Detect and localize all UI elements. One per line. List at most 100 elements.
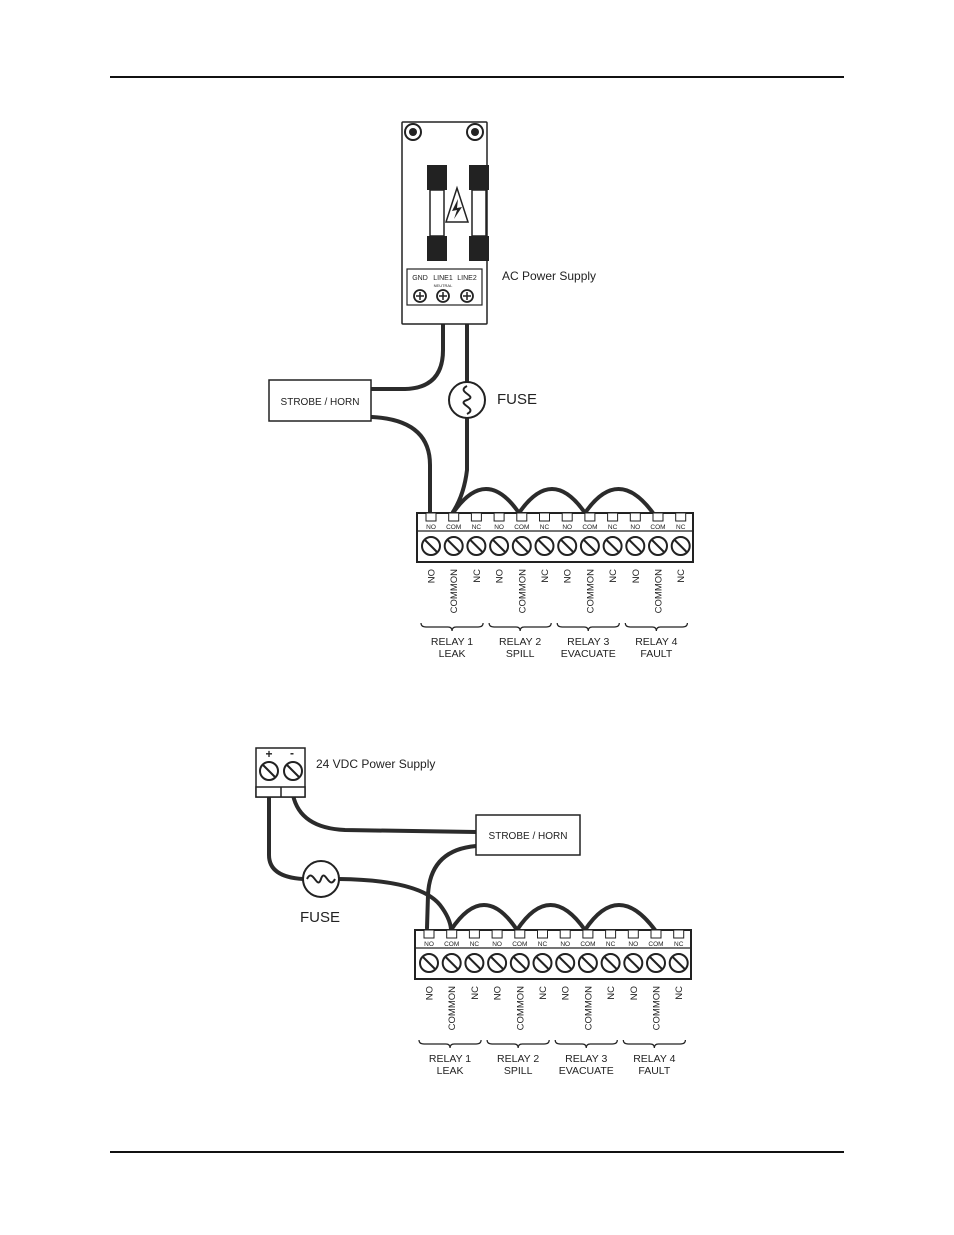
relay-terminal-label: NO (560, 941, 570, 948)
relay-vertical-label: NO (631, 569, 642, 583)
relay-group-brace (554, 1039, 618, 1049)
terminal-screw-icon (509, 953, 530, 973)
relay-terminal-label: COM (514, 524, 529, 531)
relay-terminal-label: NC (472, 524, 482, 531)
ac-fuse-label: FUSE (497, 391, 537, 408)
relay-vertical-label: NC (676, 569, 687, 583)
relay-terminal-label: COM (512, 941, 527, 948)
dc-fuse-to-relay1-com-wire (337, 877, 453, 931)
relay-name-label: RELAY 1 (431, 636, 473, 648)
relay-group-brace (420, 622, 484, 632)
terminal-screw-icon (670, 536, 691, 556)
terminal-screw-icon (625, 536, 646, 556)
relay-function-label: FAULT (640, 648, 672, 660)
terminal-screw-icon (557, 536, 578, 556)
ac-relay-terminal-block: NONOCOMCOMMONNCNCNONOCOMCOMMONNCNCNONOCO… (416, 512, 694, 660)
dc-fuse-icon (302, 860, 340, 898)
relay-terminal-label: NC (608, 524, 618, 531)
dc-relay-block-body (414, 929, 692, 980)
relay-name-label: RELAY 3 (565, 1053, 607, 1065)
relay-group-brace (486, 1039, 550, 1049)
minus-terminal-label: - (290, 746, 294, 760)
ac-strobe-to-relay1-wire (370, 415, 432, 514)
terminal-screw-icon (464, 953, 485, 973)
relay-group-brace (622, 1039, 686, 1049)
relay-function-label: EVACUATE (561, 648, 616, 660)
terminal-screw-icon (623, 953, 644, 973)
mounting-hole-icon (404, 123, 422, 141)
ac-terminal-label: LINE1 (433, 275, 453, 282)
line1-sub-label: NEUTRAL (434, 283, 453, 288)
ac-terminal-label: LINE2 (457, 275, 477, 282)
ac-power-supply-label: AC Power Supply (502, 269, 596, 283)
relay-group-brace (418, 1039, 482, 1049)
relay-vertical-label: NC (606, 986, 617, 1000)
relay-terminal-label: COM (444, 941, 459, 948)
ac-fuse-icon (448, 381, 486, 419)
terminal-screw-icon (283, 761, 303, 781)
relay-terminal-label: NC (606, 941, 616, 948)
terminal-screw-icon (600, 953, 621, 973)
relay-terminal-label: NO (492, 941, 502, 948)
relay-function-label: FAULT (638, 1065, 670, 1077)
relay-name-label: RELAY 2 (497, 1053, 539, 1065)
dc-minus-to-strobe-wire (291, 793, 478, 834)
terminal-screw-icon (466, 536, 487, 556)
relay-vertical-label: NO (561, 986, 572, 1000)
relay-terminal-label: NO (562, 524, 572, 531)
dc-power-supply-label: 24 VDC Power Supply (316, 757, 435, 771)
terminal-screw-icon (421, 536, 441, 556)
relay-terminal-label: NO (426, 524, 436, 531)
relay-terminal-label: NC (470, 941, 480, 948)
terminal-screw-icon (489, 536, 510, 556)
relay-terminal-label: COM (580, 941, 595, 948)
terminal-screw-icon (511, 536, 532, 556)
dc-relay-terminal-block: NONOCOMCOMMONNCNCNONOCOMCOMMONNCNCNONOCO… (414, 929, 692, 1077)
ac-neutral-to-strobe-wire (370, 295, 445, 391)
plus-terminal-label: + (265, 747, 272, 761)
dc-plus-to-fuse-wire (267, 793, 305, 881)
terminal-screw-icon (259, 761, 279, 781)
relay-terminal-label: NC (540, 524, 550, 531)
relay-name-label: RELAY 3 (567, 636, 609, 648)
relay-vertical-label: COMMON (654, 569, 665, 613)
terminal-screw-icon (487, 953, 508, 973)
relay-terminal-label: COM (446, 524, 461, 531)
relay-vertical-label: COMMON (585, 569, 596, 613)
mounting-hole-icon (466, 123, 484, 141)
relay-name-label: RELAY 2 (499, 636, 541, 648)
terminal-screw-icon (443, 536, 464, 556)
relay-name-label: RELAY 1 (429, 1053, 471, 1065)
relay-vertical-label: COMMON (517, 569, 528, 613)
relay-function-label: EVACUATE (559, 1065, 614, 1077)
relay-vertical-label: NC (608, 569, 619, 583)
ac-relay-block-body (416, 512, 694, 563)
relay-vertical-label: COMMON (447, 986, 458, 1030)
relay-terminal-label: NC (538, 941, 548, 948)
fuse-holder-icon (469, 165, 489, 261)
relay-name-label: RELAY 4 (635, 636, 677, 648)
terminal-screw-icon (413, 289, 427, 303)
dc-com-jumper-wire (449, 903, 657, 932)
terminal-screw-icon (419, 953, 439, 973)
dc-fuse-label: FUSE (300, 909, 340, 926)
ac-power-supply-board: NEUTRAL GND LINE1 LINE2 (401, 121, 489, 325)
terminal-screw-icon (460, 289, 474, 303)
dc-strobe-horn-label: STROBE / HORN (489, 831, 568, 842)
relay-function-label: SPILL (504, 1065, 533, 1077)
relay-terminal-label: NC (674, 941, 684, 948)
ac-terminal-screws (413, 289, 474, 303)
terminal-screw-icon (648, 536, 668, 556)
terminal-screw-icon (646, 953, 666, 973)
dc-strobe-to-relay1-wire (425, 844, 478, 930)
terminal-screw-icon (668, 953, 689, 973)
relay-vertical-label: COMMON (515, 986, 526, 1030)
relay-name-label: RELAY 4 (633, 1053, 675, 1065)
relay-terminal-label: NO (628, 941, 638, 948)
relay-vertical-label: NO (427, 569, 438, 583)
ac-terminal-label: GND (412, 275, 428, 282)
terminal-screw-icon (579, 536, 600, 556)
